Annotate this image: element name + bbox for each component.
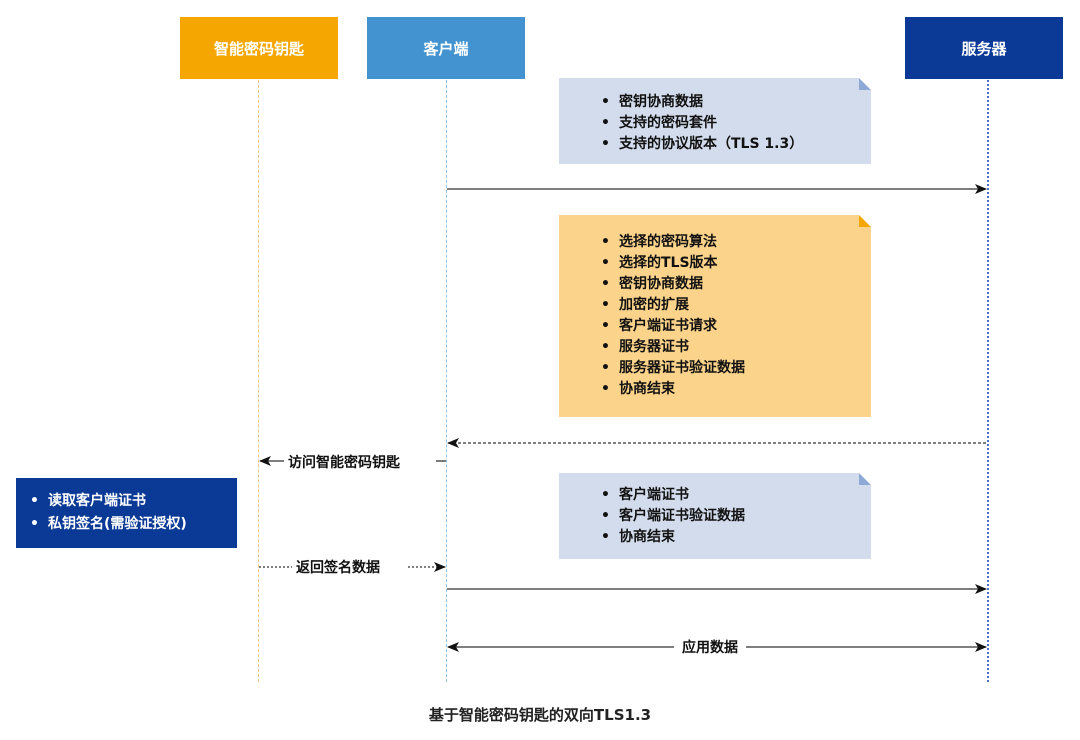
note-fold-corner xyxy=(859,473,871,485)
note-item: 支持的密码套件 xyxy=(597,113,871,134)
message-return-signature: 返回签名数据 xyxy=(292,557,384,577)
actor-server: 服务器 xyxy=(905,17,1063,79)
note-item: 服务器证书 xyxy=(597,337,871,358)
message-app-data: 应用数据 xyxy=(674,637,746,657)
actor-client: 客户端 xyxy=(367,17,525,79)
note-smart-key-ops: 读取客户端证书 私钥签名(需验证授权) xyxy=(16,478,237,548)
note-item: 协商结束 xyxy=(597,379,871,400)
note-item: 选择的密码算法 xyxy=(597,232,871,253)
note-item: 密钥协商数据 xyxy=(597,92,871,113)
note-server-hello: 选择的密码算法 选择的TLS版本 密钥协商数据 加密的扩展 客户端证书请求 服务… xyxy=(559,215,871,417)
message-access-key: 访问智能密码钥匙 xyxy=(284,452,404,472)
lifeline-client xyxy=(446,80,447,682)
actor-server-label: 服务器 xyxy=(961,39,1007,58)
note-item: 读取客户端证书 xyxy=(26,490,237,513)
actor-smart-key: 智能密码钥匙 xyxy=(180,17,338,79)
diagram-caption: 基于智能密码钥匙的双向TLS1.3 xyxy=(428,706,652,724)
note-client-hello: 密钥协商数据 支持的密码套件 支持的协议版本（TLS 1.3） xyxy=(559,78,871,164)
note-item: 服务器证书验证数据 xyxy=(597,358,871,379)
note-item: 支持的协议版本（TLS 1.3） xyxy=(597,134,871,155)
note-item: 私钥签名(需验证授权) xyxy=(26,513,237,536)
actor-smart-key-label: 智能密码钥匙 xyxy=(213,39,304,58)
note-item: 客户端证书 xyxy=(597,485,871,506)
note-client-finish: 客户端证书 客户端证书验证数据 协商结束 xyxy=(559,473,871,559)
note-item: 客户端证书验证数据 xyxy=(597,506,871,527)
note-item: 加密的扩展 xyxy=(597,295,871,316)
note-item: 选择的TLS版本 xyxy=(597,253,871,274)
note-item: 协商结束 xyxy=(597,527,871,548)
lifeline-smart-key xyxy=(258,80,259,682)
note-item: 密钥协商数据 xyxy=(597,274,871,295)
note-fold-corner xyxy=(859,78,871,90)
lifeline-server xyxy=(987,80,989,682)
note-item: 客户端证书请求 xyxy=(597,316,871,337)
actor-client-label: 客户端 xyxy=(423,39,469,58)
note-fold-corner xyxy=(859,215,871,227)
